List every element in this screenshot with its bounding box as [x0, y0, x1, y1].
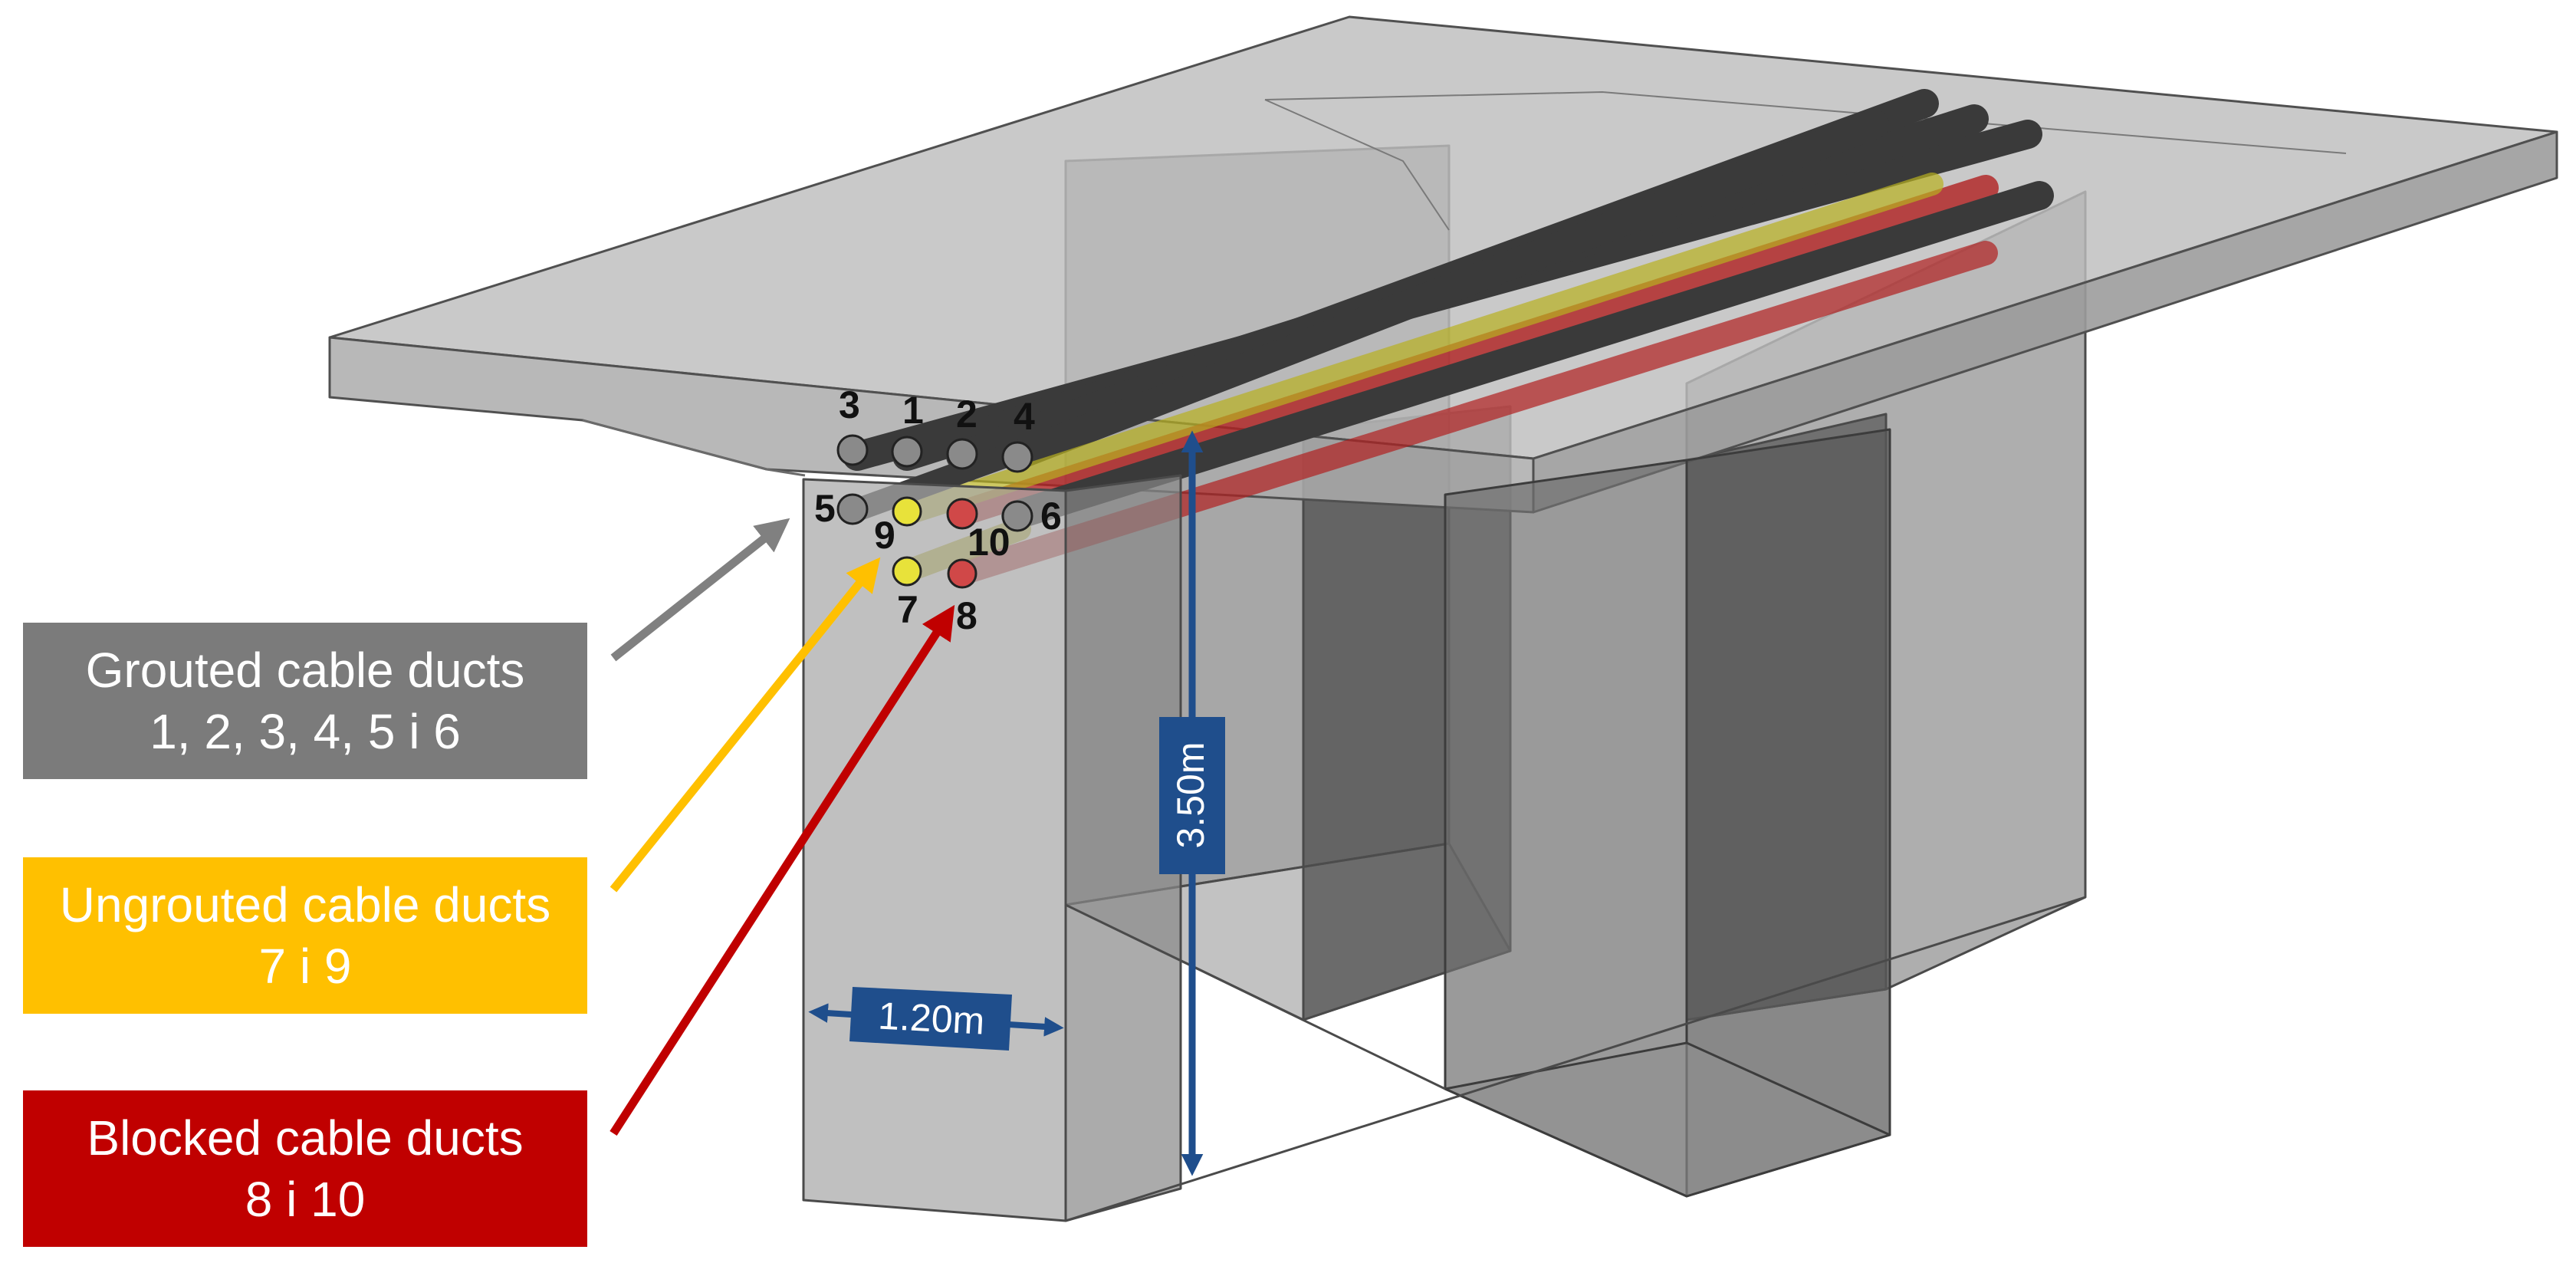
duct-label-10: 10 [968, 521, 1010, 564]
duct-label-6: 6 [1040, 495, 1062, 538]
legend-blocked-numbers: 8 i 10 [245, 1172, 366, 1227]
duct-label-4: 4 [1014, 395, 1035, 438]
duct-2-end [946, 438, 978, 470]
pier-block [1065, 428, 2086, 1222]
duct-label-9: 9 [874, 514, 895, 557]
duct-10-end [946, 498, 978, 530]
duct-label-3: 3 [839, 383, 860, 426]
height-dimension-label: 3.50m [1169, 742, 1212, 849]
duct-6-end [1001, 500, 1033, 532]
legend-ungrouted-title: Ungrouted cable ducts [59, 877, 551, 932]
height-dimension: 3.50m [1159, 430, 1225, 1176]
blocked-callout-arrow [610, 604, 955, 1136]
legend-grouted-numbers: 1, 2, 3, 4, 5 i 6 [150, 704, 461, 759]
legend-blocked-ducts: Blocked cable ducts 8 i 10 [23, 1090, 587, 1247]
width-dimension: 1.20m [808, 987, 1064, 1051]
legend-ungrouted-ducts: Ungrouted cable ducts 7 i 9 [23, 857, 587, 1014]
duct-1-end [891, 436, 923, 468]
duct-label-2: 2 [956, 393, 978, 436]
duct-7-end [892, 556, 922, 587]
callout-arrows [610, 518, 955, 1136]
duct-8-end [947, 558, 978, 589]
duct-5-end [836, 493, 869, 525]
duct-end-circles [836, 434, 1033, 589]
duct-4-end [1001, 441, 1033, 473]
duct-9-end [892, 496, 922, 527]
legend-grouted-title: Grouted cable ducts [85, 643, 525, 698]
duct-labels: 3 1 2 4 5 9 10 6 7 8 [814, 383, 1062, 637]
ungrouted-callout-arrow [610, 557, 881, 893]
legend-blocked-title: Blocked cable ducts [87, 1110, 524, 1166]
duct-label-5: 5 [814, 487, 836, 530]
width-dimension-label: 1.20m [877, 994, 986, 1042]
grouted-callout-arrow [610, 518, 790, 662]
legend-grouted-ducts: Grouted cable ducts 1, 2, 3, 4, 5 i 6 [23, 623, 587, 779]
legend-ungrouted-numbers: 7 i 9 [258, 939, 352, 994]
duct-3-end [836, 434, 869, 466]
duct-label-8: 8 [956, 594, 978, 637]
duct-label-7: 7 [897, 588, 918, 631]
duct-label-1: 1 [902, 389, 924, 432]
